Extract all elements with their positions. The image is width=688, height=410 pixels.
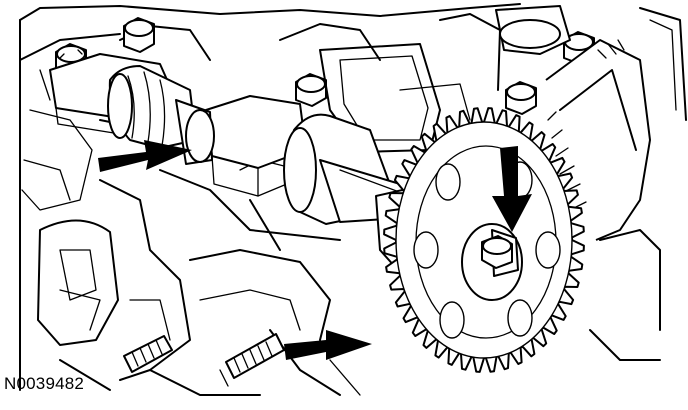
callout-arrow-sprocket-bolt xyxy=(492,146,532,232)
stud-right xyxy=(219,333,285,387)
callout-arrow-sprocket-teeth xyxy=(284,330,372,360)
cam-cap-bolt-rear xyxy=(295,73,327,107)
camshaft xyxy=(107,65,441,269)
cam-cap-bolt-right xyxy=(505,81,537,115)
callout-arrow-camshaft-seal xyxy=(98,140,192,172)
figure-id-label: N0039482 xyxy=(4,374,85,393)
camshaft-sprocket xyxy=(383,107,585,373)
stud-left xyxy=(123,335,173,373)
cam-cap-bolt-center xyxy=(123,17,155,53)
sensor-housing xyxy=(495,5,571,55)
timing-belt xyxy=(545,7,687,361)
